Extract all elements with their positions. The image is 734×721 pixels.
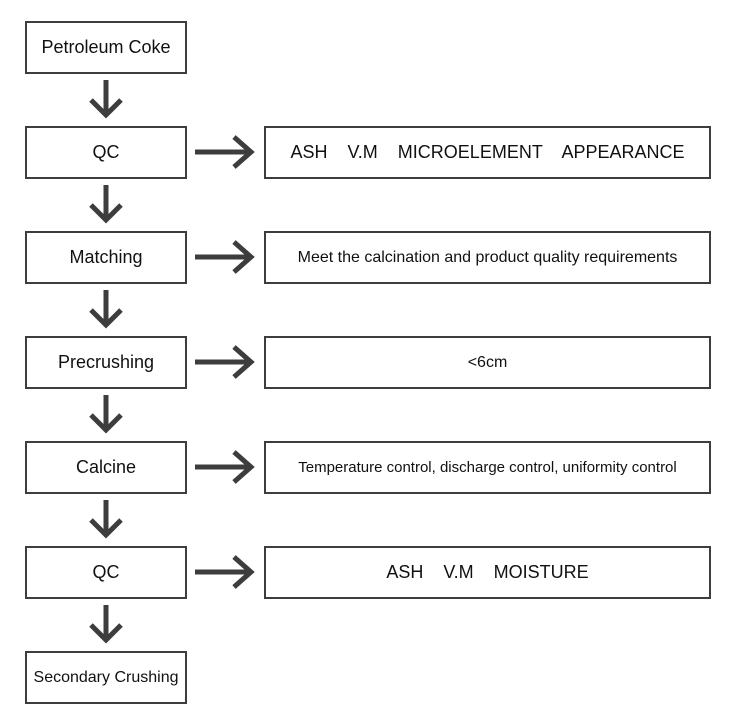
step-qc-1: QC <box>25 126 187 179</box>
detail-calcine: Temperature control, discharge control, … <box>264 441 711 494</box>
detail-label: ASH V.M MOISTURE <box>386 562 589 582</box>
step-label: QC <box>92 142 120 162</box>
right-arrow-icon <box>195 345 255 379</box>
detail-qc-2: ASH V.M MOISTURE <box>264 546 711 599</box>
step-label: Petroleum Coke <box>41 37 171 57</box>
down-arrow-icon <box>89 605 123 644</box>
step-calcine: Calcine <box>25 441 187 494</box>
step-petroleum-coke: Petroleum Coke <box>25 21 187 74</box>
step-label: Secondary Crushing <box>33 668 179 686</box>
right-arrow-icon <box>195 135 255 169</box>
step-precrushing: Precrushing <box>25 336 187 389</box>
down-arrow-icon <box>89 185 123 224</box>
down-arrow-icon <box>89 290 123 329</box>
step-label: Precrushing <box>57 352 155 372</box>
step-label: Calcine <box>75 457 137 477</box>
detail-precrushing: <6cm <box>264 336 711 389</box>
detail-qc-1: ASH V.M MICROELEMENT APPEARANCE <box>264 126 711 179</box>
right-arrow-icon <box>195 240 255 274</box>
down-arrow-icon <box>89 395 123 434</box>
step-matching: Matching <box>25 231 187 284</box>
detail-label: <6cm <box>467 353 508 371</box>
step-qc-2: QC <box>25 546 187 599</box>
right-arrow-icon <box>195 555 255 589</box>
down-arrow-icon <box>89 80 123 119</box>
detail-matching: Meet the calcination and product quality… <box>264 231 711 284</box>
detail-label: Temperature control, discharge control, … <box>298 459 677 476</box>
step-label: Matching <box>69 247 143 267</box>
right-arrow-icon <box>195 450 255 484</box>
step-secondary-crushing: Secondary Crushing <box>25 651 187 704</box>
step-label: QC <box>92 562 120 582</box>
detail-label: Meet the calcination and product quality… <box>297 248 678 266</box>
detail-label: ASH V.M MICROELEMENT APPEARANCE <box>290 142 685 162</box>
down-arrow-icon <box>89 500 123 539</box>
